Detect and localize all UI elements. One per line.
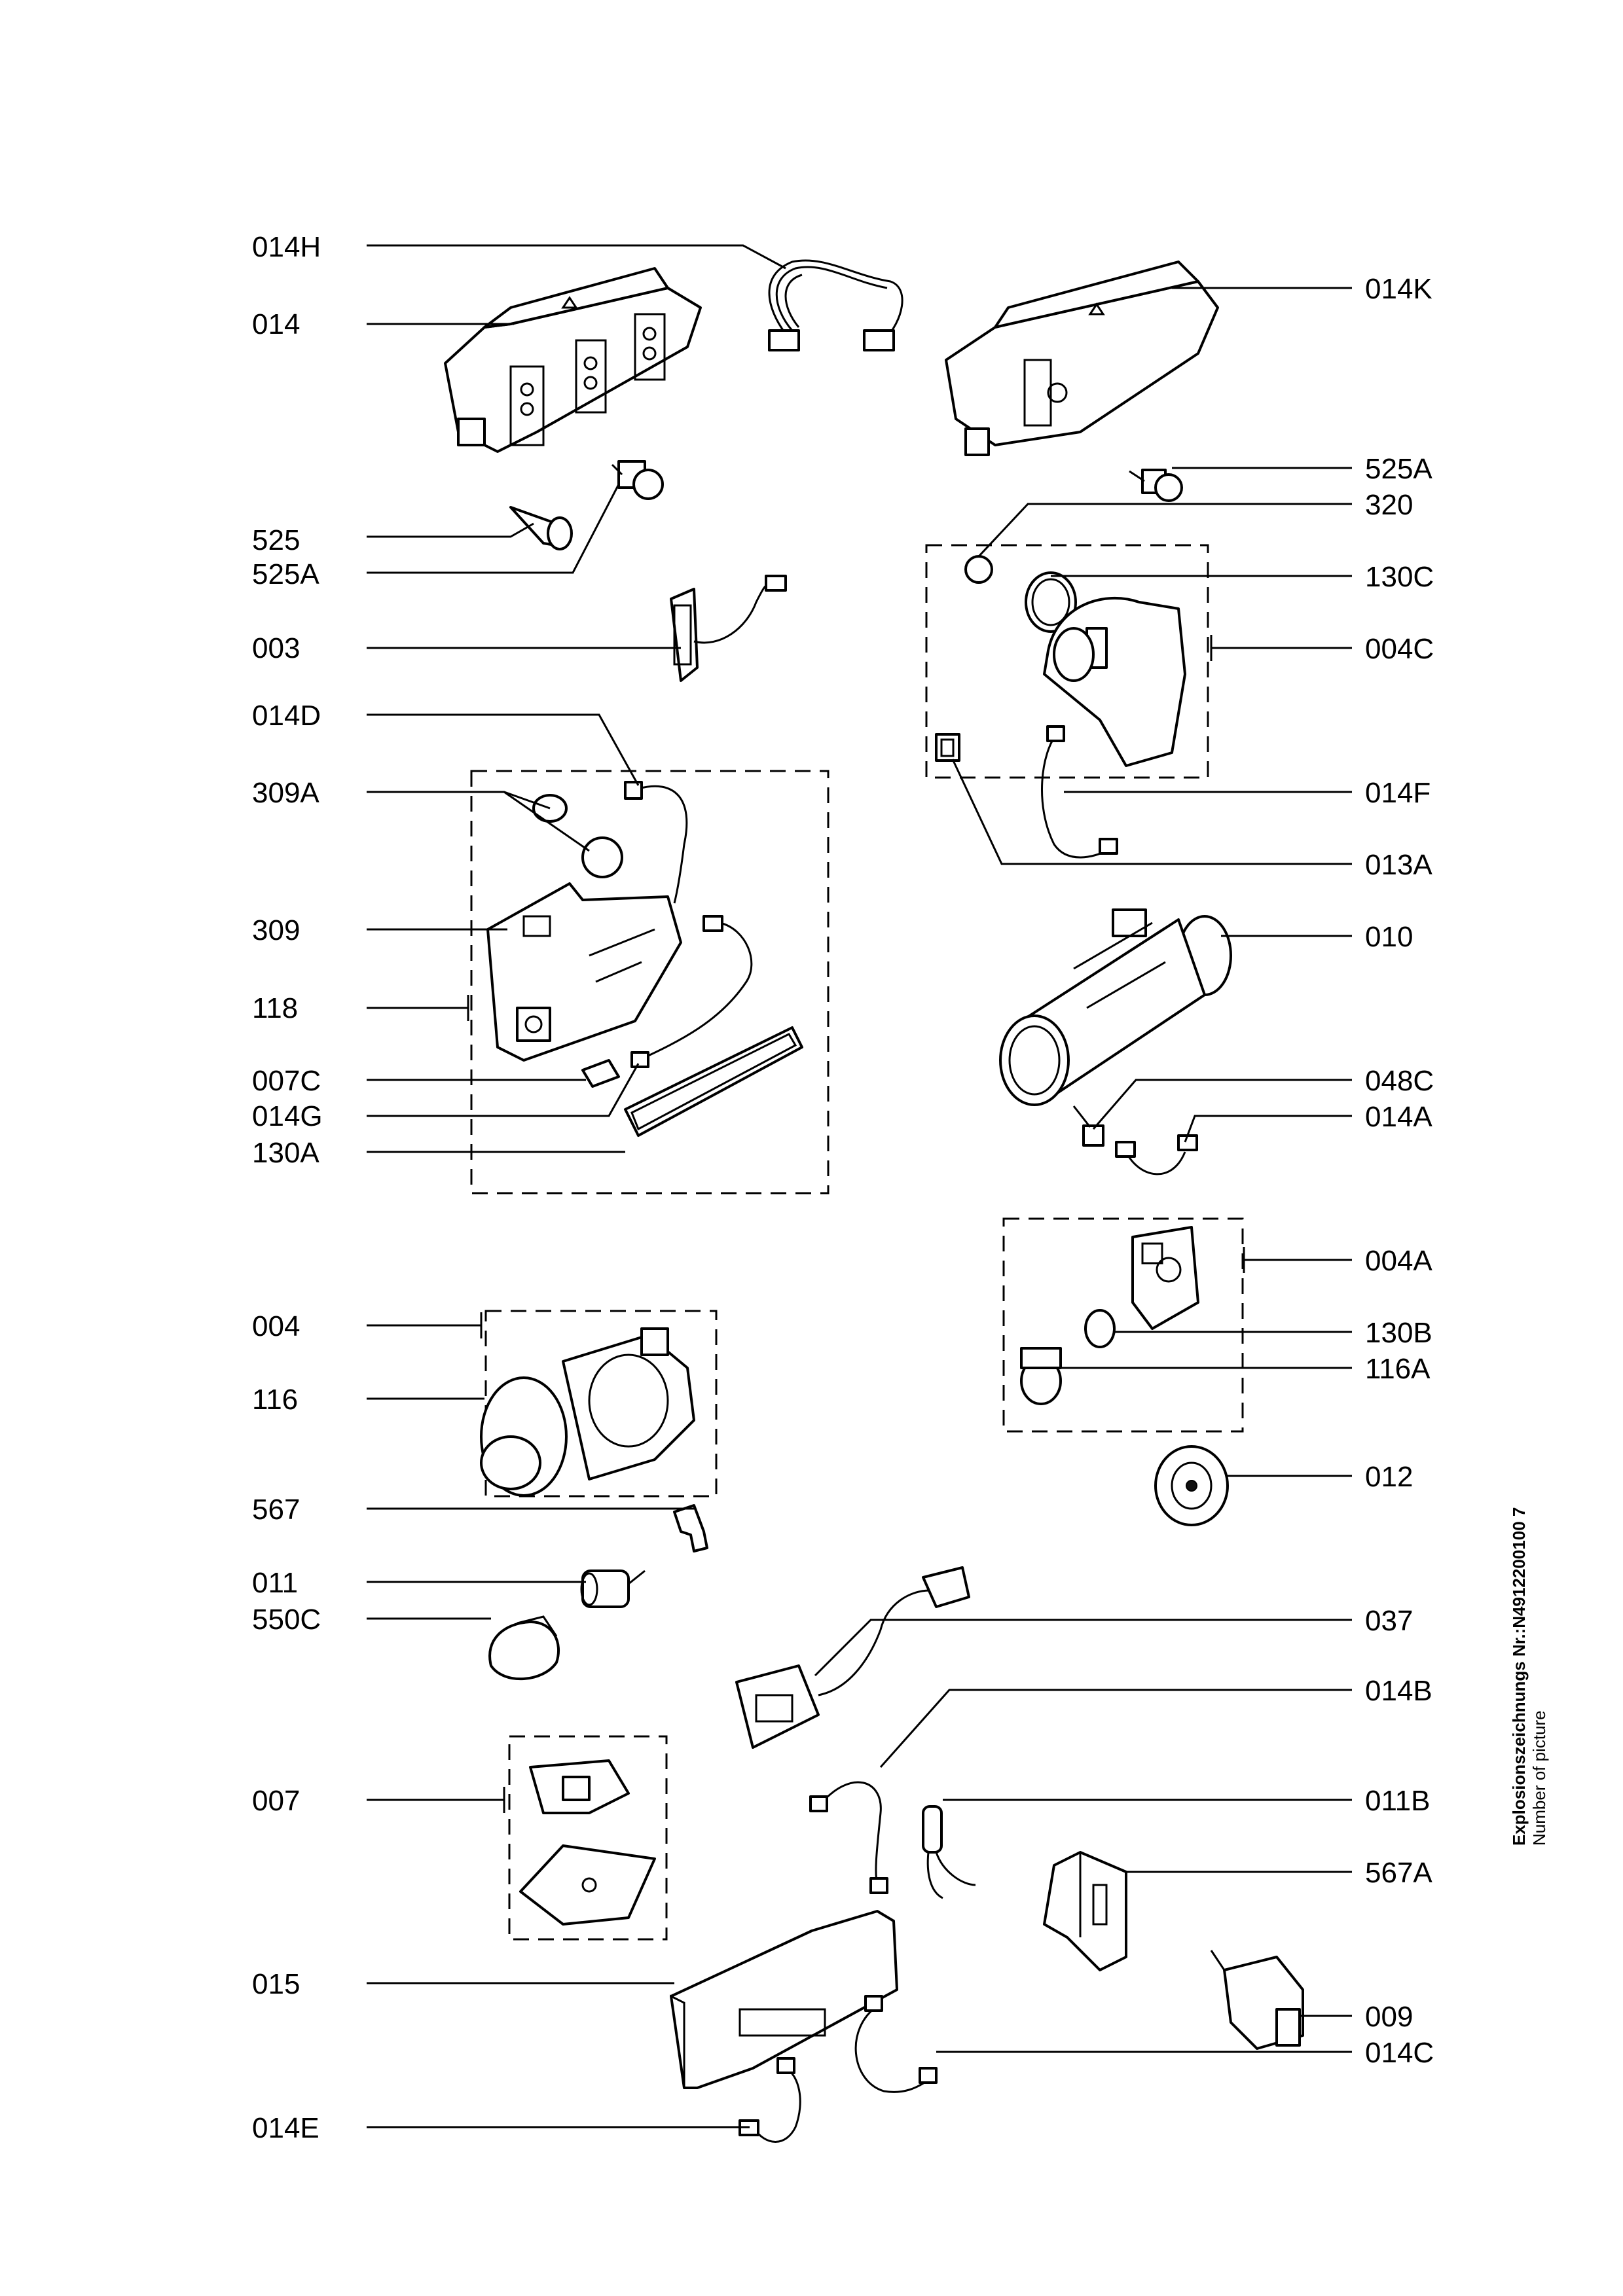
label-011B: 011B — [1365, 1785, 1431, 1817]
label-567: 567 — [252, 1494, 300, 1526]
label-014E: 014E — [252, 2112, 319, 2144]
mains-cable-037-icon — [735, 1566, 970, 1749]
wire-014G-icon — [630, 915, 753, 1068]
heater-010-icon — [999, 908, 1232, 1106]
left-labels: 014H 014 525 525A 003 014D 309A 309 118 … — [252, 231, 323, 2144]
label-004C: 004C — [1365, 633, 1434, 665]
ring-130B-icon — [1084, 1309, 1116, 1348]
label-550C: 550C — [252, 1604, 321, 1636]
label-309: 309 — [252, 914, 300, 946]
label-004A: 004A — [1365, 1245, 1432, 1277]
label-309A: 309A — [252, 777, 319, 809]
part-007C-icon — [581, 1059, 620, 1088]
spindle-525A-left-icon — [611, 460, 664, 500]
wire-014A-icon — [1115, 1134, 1198, 1175]
label-014F: 014F — [1365, 777, 1431, 809]
group-box-lock — [470, 770, 830, 1194]
drawing-number: Explosionszeichnungs Nr.:N4912200100 7 — [1509, 1507, 1529, 1846]
wire-014D-icon — [624, 781, 688, 904]
group-box-pressure-switch — [1002, 1217, 1244, 1433]
label-003: 003 — [252, 632, 300, 664]
cover-550C-icon — [488, 1615, 560, 1680]
relay-009-icon — [1210, 1950, 1304, 2050]
wire-014B-icon — [809, 1781, 888, 1894]
label-014B: 014B — [1365, 1675, 1432, 1707]
picture-caption: Number of picture — [1529, 1710, 1549, 1846]
label-014C: 014C — [1365, 2037, 1434, 2069]
clip-013A-icon — [935, 733, 960, 762]
group-box-motor — [484, 1310, 718, 1498]
door-lock-309-icon — [486, 882, 682, 1062]
pressure-switch-004A-icon — [1131, 1226, 1199, 1330]
group-boxes — [470, 544, 1244, 1941]
label-009: 009 — [1365, 2001, 1413, 2033]
label-014D: 014D — [252, 700, 321, 732]
label-037: 037 — [1365, 1605, 1413, 1637]
rings-309A-icon — [532, 794, 623, 878]
valve-116A-icon — [1020, 1347, 1062, 1405]
spindle-525A-right-icon — [1129, 469, 1183, 502]
label-525A-right: 525A — [1365, 453, 1432, 485]
label-048C: 048C — [1365, 1065, 1434, 1097]
label-014K: 014K — [1365, 273, 1432, 305]
label-010: 010 — [1365, 921, 1413, 953]
label-130A: 130A — [252, 1137, 319, 1169]
right-labels: 014K 525A 320 130C 004C 014F 013A 010 04… — [1365, 273, 1434, 2069]
group-box-dispenser — [925, 544, 1209, 779]
label-007: 007 — [252, 1785, 300, 1817]
leader-lines — [367, 244, 1352, 2128]
label-525: 525 — [252, 524, 300, 556]
label-130B: 130B — [1365, 1317, 1432, 1349]
motor-011-icon — [580, 1570, 646, 1608]
wire-014C-icon — [854, 1995, 938, 2093]
label-525A-left: 525A — [252, 558, 319, 590]
label-014A: 014A — [1365, 1101, 1432, 1133]
label-014H: 014H — [252, 231, 321, 263]
switch-003-icon — [670, 575, 787, 682]
motor-004-icon — [480, 1327, 695, 1497]
control-module-icon — [444, 267, 702, 453]
label-130C: 130C — [1365, 561, 1434, 593]
label-116: 116 — [252, 1384, 298, 1416]
dispenser-assembly-icon — [964, 555, 1186, 767]
gasket-130A-icon — [624, 1026, 803, 1137]
label-014G: 014G — [252, 1100, 323, 1132]
control-module-014K-icon — [945, 260, 1219, 456]
bracket-567A-icon — [1043, 1851, 1127, 1971]
knob-525-icon — [509, 506, 573, 550]
gasket-130C-icon — [1025, 571, 1077, 633]
label-567A: 567A — [1365, 1857, 1432, 1889]
label-007C: 007C — [252, 1065, 321, 1097]
label-013A: 013A — [1365, 849, 1432, 881]
label-320: 320 — [1365, 489, 1413, 521]
label-116A: 116A — [1365, 1353, 1431, 1385]
label-118: 118 — [252, 992, 298, 1024]
door-switch-007-icon — [519, 1759, 656, 1926]
label-012: 012 — [1365, 1461, 1413, 1493]
control-panel-015-icon — [670, 1910, 898, 2089]
sensor-048C-icon — [1072, 1105, 1104, 1147]
clip-567-icon — [673, 1504, 708, 1552]
label-015: 015 — [252, 1968, 300, 2000]
cap-320-icon — [964, 555, 993, 584]
label-011: 011 — [252, 1567, 298, 1599]
pump-wheel-012-icon — [1154, 1445, 1229, 1526]
group-box-door-switch — [508, 1735, 668, 1941]
wire-014F-icon — [1041, 725, 1118, 859]
wire-harness-014H-icon — [768, 259, 903, 351]
drawing-number-caption: Explosionszeichnungs Nr.:N4912200100 7 N… — [1509, 1453, 1588, 1846]
label-014: 014 — [252, 308, 300, 340]
label-004: 004 — [252, 1310, 300, 1342]
capacitor-011B-icon — [922, 1805, 976, 1899]
